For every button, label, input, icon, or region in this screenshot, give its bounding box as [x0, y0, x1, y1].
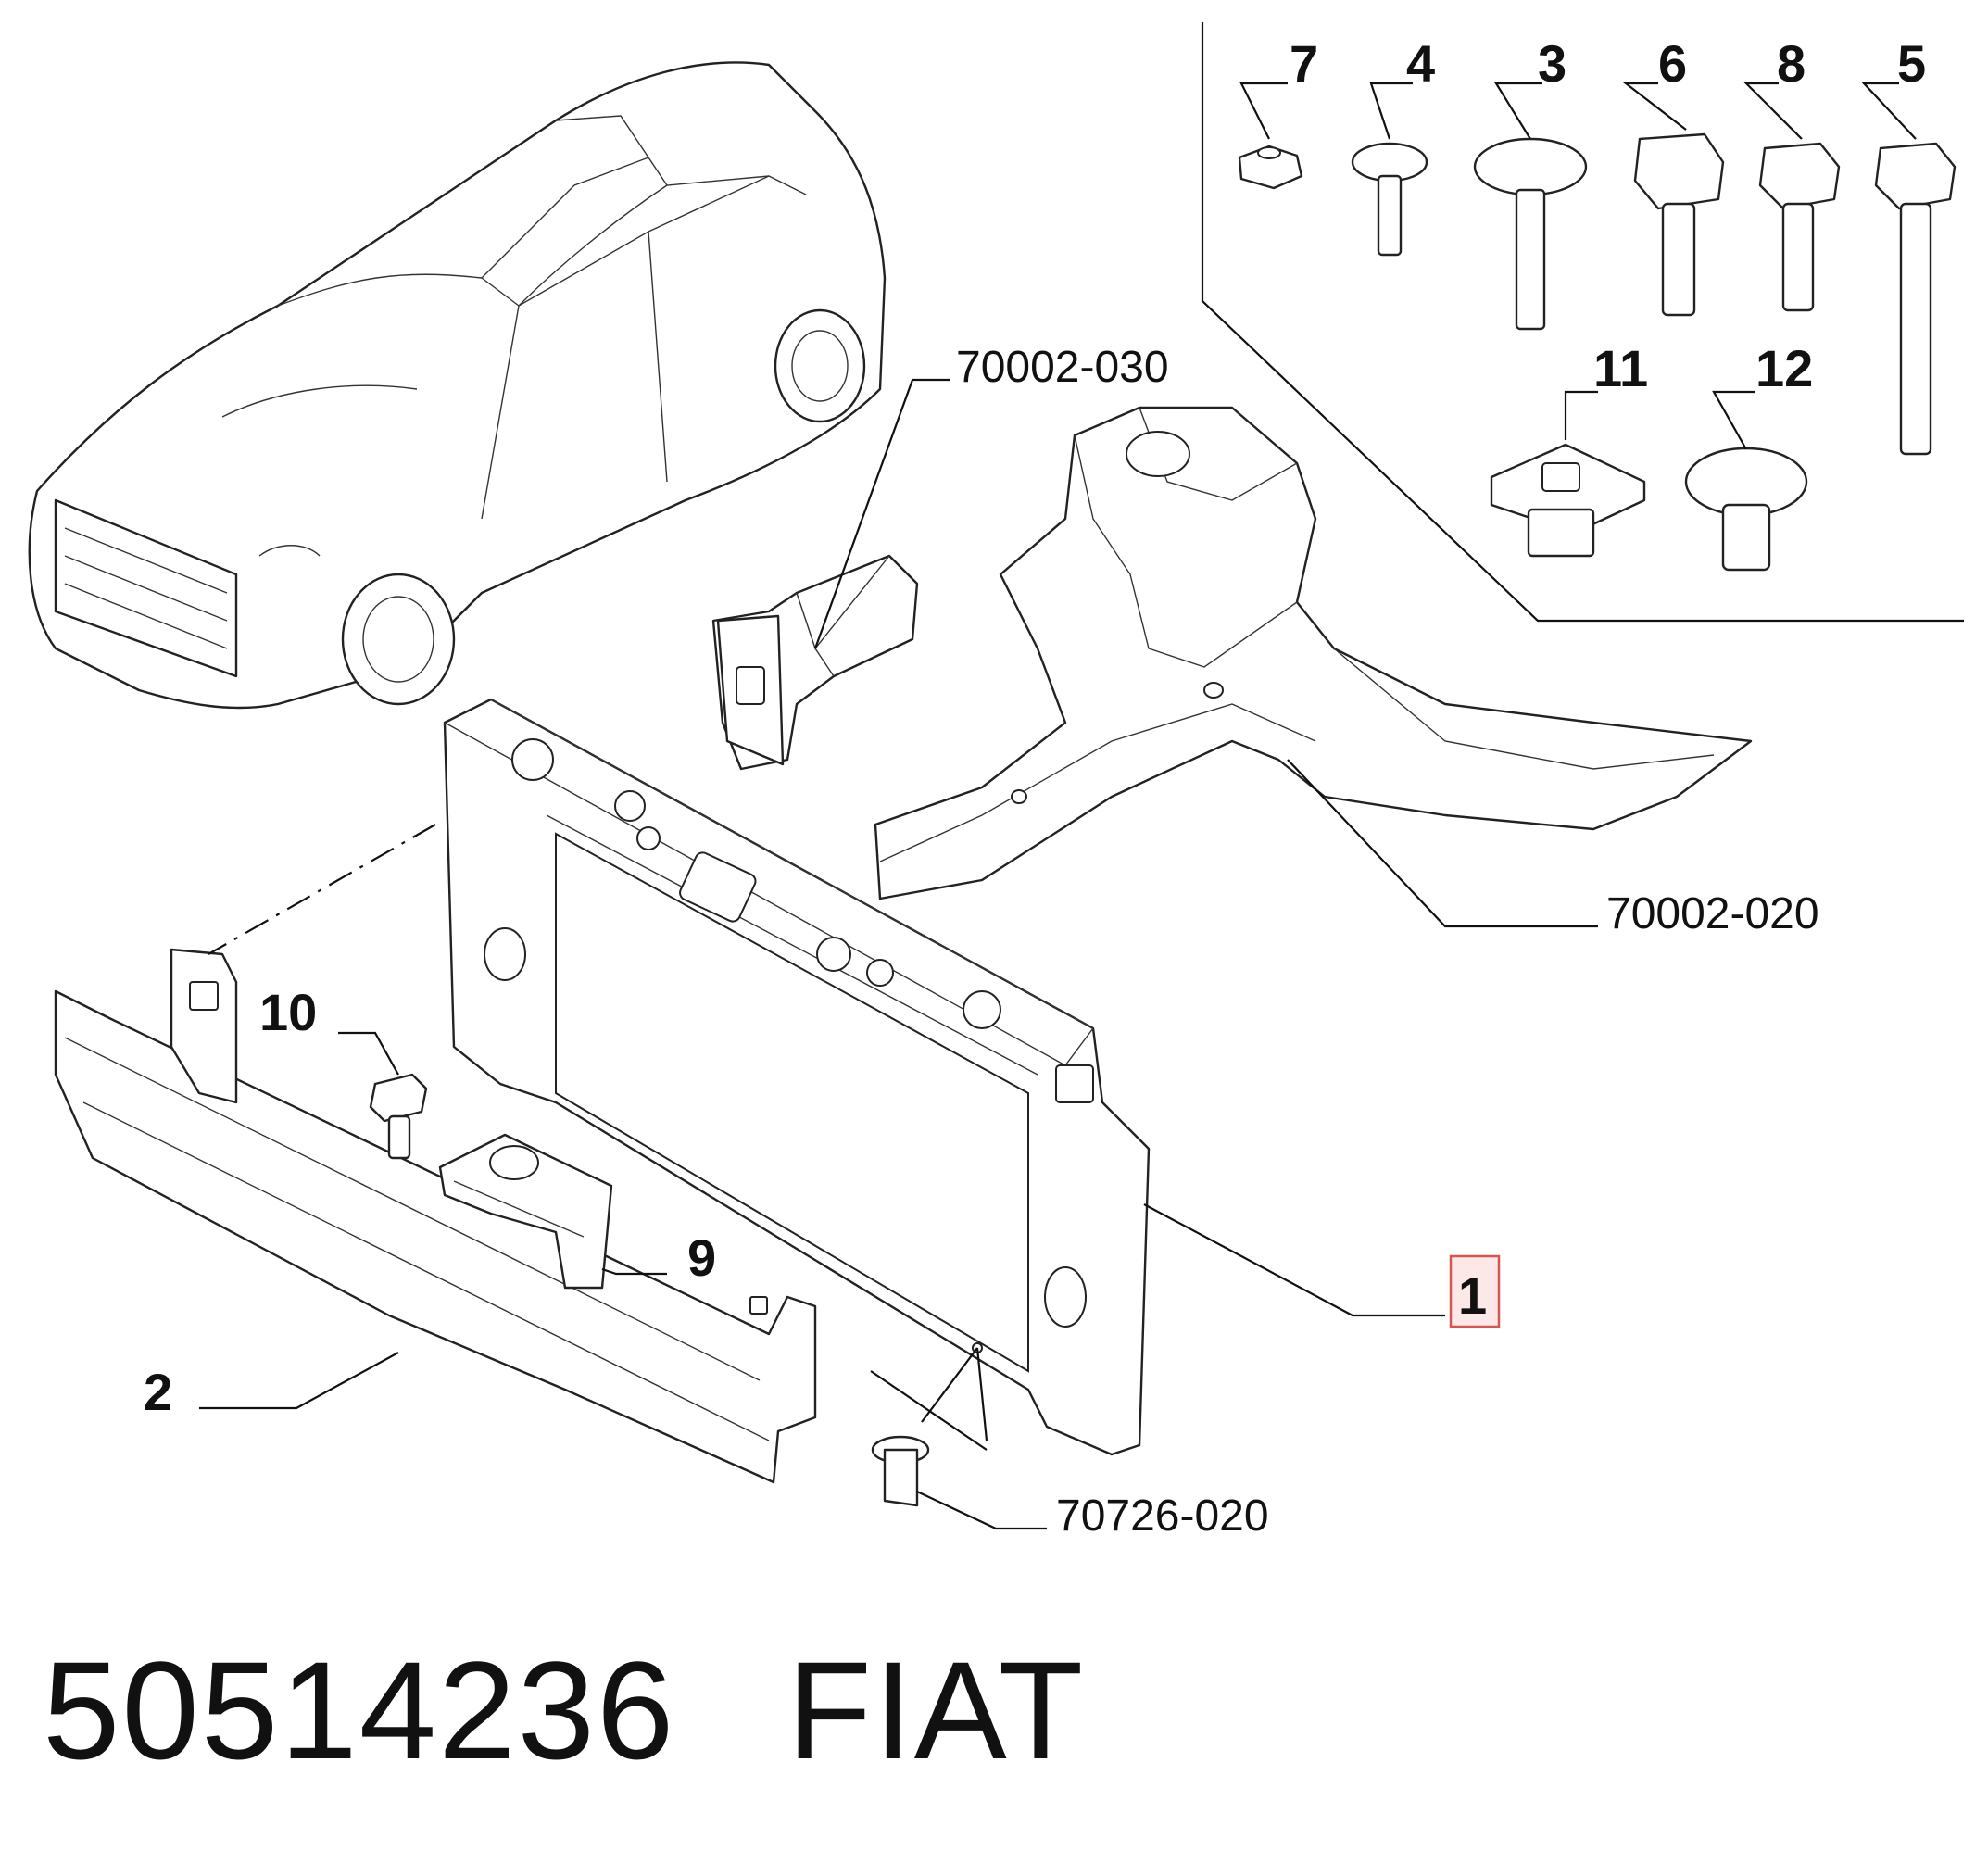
leader-3 [1494, 82, 1542, 140]
callout-4[interactable]: 4 [1406, 34, 1435, 93]
fastener-12-plug [1684, 447, 1808, 572]
leader-5 [1861, 82, 1917, 140]
fastener-kit-frame [1201, 22, 1964, 623]
car-illustration [28, 61, 887, 710]
callout-12[interactable]: 12 [1755, 339, 1813, 397]
fastener-6-bolt [1633, 132, 1725, 317]
callout-5[interactable]: 5 [1897, 34, 1926, 93]
bumper-beam-part-2 [54, 948, 817, 1484]
leader-11 [1564, 390, 1598, 440]
dash-dot-axis [208, 824, 436, 955]
bracket-70002-030 [711, 554, 919, 771]
brand-name: FIAT [786, 1632, 1086, 1788]
leader-70002-020 [1287, 759, 1598, 928]
leader-2 [199, 1352, 399, 1410]
leader-1 [1143, 1203, 1445, 1317]
fastener-7-nut [1238, 145, 1303, 190]
fastener-3-screw [1473, 137, 1588, 331]
callout-2[interactable]: 2 [144, 1363, 172, 1421]
leader-8 [1743, 82, 1803, 140]
leader-70002-030 [813, 378, 950, 649]
callout-6[interactable]: 6 [1658, 34, 1687, 93]
side-member-70002-020 [874, 406, 1753, 900]
ref-70726-020[interactable]: 70726-020 [1056, 1492, 1269, 1541]
fastener-5-bolt [1874, 142, 1957, 456]
fastener-4-screw [1351, 142, 1428, 257]
callout-3[interactable]: 3 [1538, 34, 1566, 93]
callout-7[interactable]: 7 [1290, 34, 1318, 93]
callout-10[interactable]: 10 [259, 983, 317, 1041]
fastener-11-clip [1490, 443, 1646, 558]
front-panel-part-1 [443, 698, 1151, 1456]
callout-1-highlight-box [1449, 1254, 1501, 1328]
leader-10 [338, 1031, 399, 1076]
callout-8[interactable]: 8 [1777, 34, 1806, 93]
callout-1[interactable]: 1 [1458, 1266, 1487, 1325]
bolt-part-10 [369, 1073, 428, 1160]
leader-70726-020 [916, 1491, 1047, 1530]
bracket-part-9 [438, 1133, 613, 1290]
part-number: 50514236 [43, 1632, 676, 1788]
leader-4 [1369, 82, 1413, 140]
caption: 50514236 FIAT [43, 1630, 1085, 1791]
leader-6 [1622, 82, 1687, 131]
leader-12 [1712, 390, 1755, 450]
leader-7 [1239, 82, 1288, 140]
ref-70002-020[interactable]: 70002-020 [1606, 889, 1819, 938]
ref-70002-030[interactable]: 70002-030 [956, 343, 1169, 392]
fastener-8-bolt [1758, 142, 1841, 312]
nut-70726-020 [871, 1435, 930, 1507]
parts-diagram: 7 4 3 6 8 5 11 12 10 9 2 1 70002-030 700… [28, 22, 1964, 1541]
callout-9[interactable]: 9 [687, 1228, 716, 1287]
leader-fastening-point [921, 1347, 988, 1441]
leader-nut-line [870, 1370, 988, 1451]
leader-9 [601, 1267, 667, 1276]
callout-11[interactable]: 11 [1593, 339, 1648, 397]
